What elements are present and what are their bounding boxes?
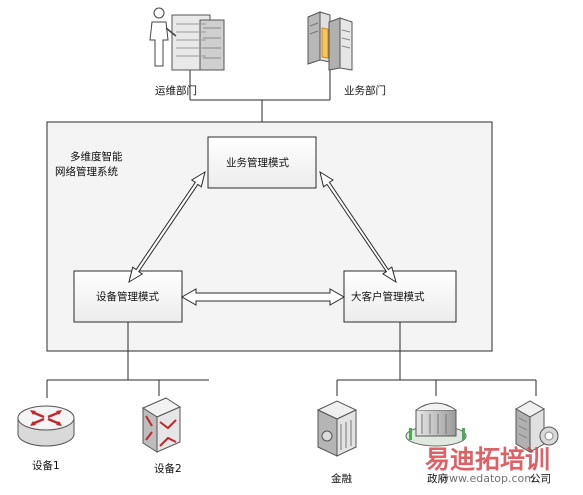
system-title-line1: 多维度智能 xyxy=(70,151,123,163)
company-label: 公司 xyxy=(530,473,551,485)
government-building-icon xyxy=(405,402,467,447)
switch-icon xyxy=(141,397,182,453)
finance-label: 金融 xyxy=(331,473,352,485)
operations-staff-icon xyxy=(149,7,225,71)
office-building-icon xyxy=(514,400,559,453)
router-icon xyxy=(17,405,75,447)
device2-label: 设备2 xyxy=(154,463,182,475)
bank-building-icon xyxy=(316,400,358,457)
watermark-brand: 易迪拓培训 xyxy=(425,445,551,474)
arrow-business-keyaccount xyxy=(319,170,397,284)
business-mode-label: 业务管理模式 xyxy=(226,157,289,169)
government-label: 政府 xyxy=(427,473,448,485)
key-account-mode-label: 大客户管理模式 xyxy=(351,291,425,303)
biz-dept-label: 业务部门 xyxy=(344,85,386,97)
business-mode-box[interactable] xyxy=(207,136,317,189)
device1-label: 设备1 xyxy=(32,460,60,472)
watermark-url: www.edatop.com xyxy=(440,472,535,485)
device-mode-label: 设备管理模式 xyxy=(96,291,159,303)
arrow-device-keyaccount xyxy=(180,288,346,306)
device-mode-box[interactable] xyxy=(73,270,183,323)
system-title-line2: 网络管理系统 xyxy=(55,166,118,178)
business-servers-icon xyxy=(307,11,353,71)
arrow-business-device xyxy=(128,170,206,284)
ops-dept-label: 运维部门 xyxy=(155,85,197,97)
bottom-connectors xyxy=(46,322,537,398)
